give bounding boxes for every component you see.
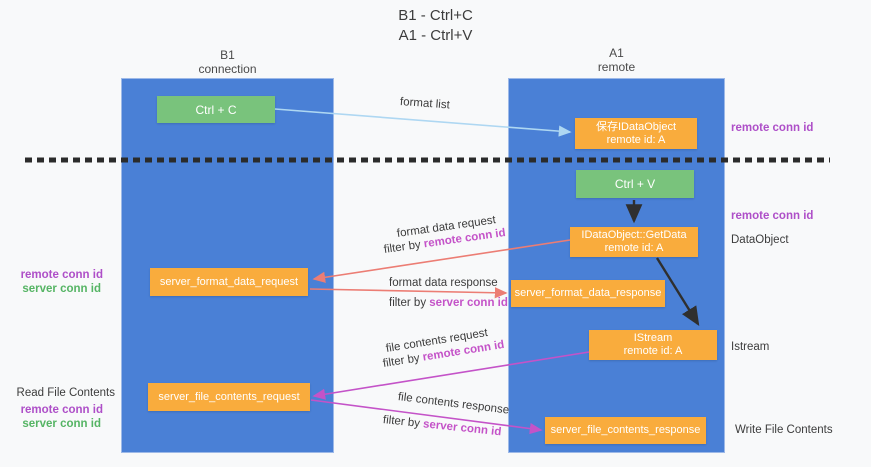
idataobject-getdata-box: IDataObject::GetData remote id: A	[570, 227, 698, 257]
right-remote-conn-id-annotation-mid: remote conn id	[731, 210, 814, 222]
dataobject-annotation: DataObject	[731, 234, 789, 246]
server-format-data-response-label: server_format_data_response	[514, 287, 662, 299]
write-file-contents-annotation: Write File Contents	[735, 424, 833, 436]
left-remote-conn-id-annotation-bottom: remote conn id	[20, 404, 103, 416]
page-title: B1 - Ctrl+C A1 - Ctrl+V	[0, 6, 871, 46]
left-remote-conn-id-annotation-top: remote conn id	[20, 269, 103, 281]
title-line-2: A1 - Ctrl+V	[398, 27, 473, 44]
left-server-conn-id-annotation-bottom: server conn id	[22, 418, 101, 430]
server-format-data-request-label: server_format_data_request	[159, 275, 299, 288]
save-idataobject-line2: remote id: A	[606, 133, 666, 146]
server-file-contents-request-box: server_file_contents_request	[148, 383, 310, 411]
idataobject-getdata-line1: IDataObject::GetData	[581, 229, 687, 241]
filter-by-server-conn-id-label-2: filter by server conn id	[382, 414, 502, 438]
right-remote-conn-id-annotation-top: remote conn id	[731, 122, 814, 134]
idataobject-getdata-line2: remote id: A	[604, 242, 664, 254]
save-idataobject-box: 保存IDataObject remote id: A	[575, 118, 697, 149]
filter-prefix: filter by	[382, 414, 421, 430]
format-data-response-arrow	[309, 287, 508, 299]
left-column-header: B1 connection	[121, 48, 334, 76]
save-idataobject-line1: 保存IDataObject	[595, 120, 677, 133]
right-column-name: A1	[609, 46, 624, 60]
right-column-role: remote	[597, 60, 636, 74]
server-file-contents-request-label: server_file_contents_request	[158, 390, 300, 403]
ctrl-c-label: Ctrl + C	[195, 102, 237, 117]
istream-line1: IStream	[633, 332, 673, 344]
format-list-label: format list	[399, 96, 451, 112]
ctrl-v-label: Ctrl + V	[614, 177, 656, 191]
left-column-role: connection	[198, 62, 257, 76]
read-file-contents-annotation: Read File Contents	[16, 387, 115, 399]
title-line-1: B1 - Ctrl+C	[398, 7, 473, 24]
istream-annotation: Istream	[731, 341, 770, 353]
left-column-name: B1	[220, 48, 235, 62]
server-file-contents-response-label: server_file_contents_response	[550, 424, 701, 436]
filter-prefix: filter by	[389, 297, 427, 309]
left-server-conn-id-annotation-top: server conn id	[22, 283, 101, 295]
ctrl-c-box: Ctrl + C	[157, 96, 275, 123]
istream-line2: remote id: A	[623, 345, 683, 357]
server-format-data-request-box: server_format_data_request	[150, 268, 308, 296]
server-format-data-response-box: server_format_data_response	[511, 280, 665, 307]
istream-box: IStream remote id: A	[589, 330, 717, 360]
ctrl-v-box: Ctrl + V	[576, 170, 694, 198]
server-conn-id-highlight: server conn id	[422, 418, 502, 439]
right-column-header: A1 remote	[508, 46, 725, 74]
filter-by-server-conn-id-label-1: filter by server conn id	[389, 297, 508, 309]
filter-prefix: filter by	[382, 352, 421, 370]
format-data-response-label: format data response	[389, 277, 498, 289]
server-file-contents-response-box: server_file_contents_response	[545, 417, 706, 444]
filter-prefix: filter by	[383, 238, 422, 256]
file-contents-response-label: file contents response	[397, 391, 510, 417]
server-conn-id-highlight: server conn id	[429, 297, 508, 309]
